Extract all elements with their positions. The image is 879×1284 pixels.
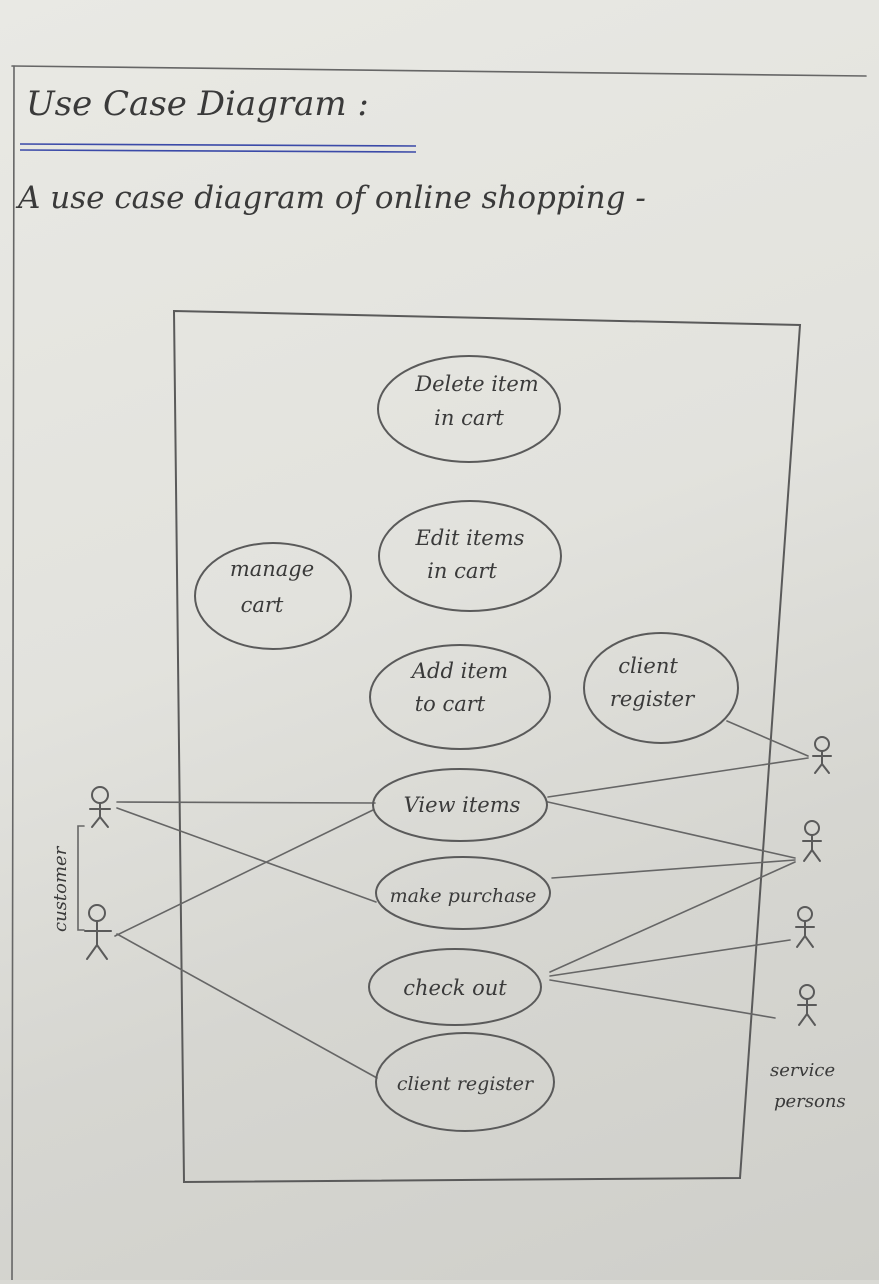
actor-head — [91, 786, 109, 804]
use-case-label: Delete item — [414, 372, 538, 396]
assoc-service4-checkout — [549, 979, 776, 1019]
actor-service-1 — [812, 736, 832, 774]
use-case-label: Add item — [410, 659, 508, 683]
actor-leg — [811, 849, 821, 862]
diagram-subtitle: A use case diagram of online shopping - — [15, 180, 646, 216]
use-case-client-register-top: client register — [583, 632, 739, 744]
actor-leg — [814, 763, 823, 774]
actor-leg — [821, 763, 830, 774]
actor-customer-1 — [89, 786, 111, 828]
actor-leg — [96, 944, 108, 960]
assoc-customer1-purchase — [116, 807, 377, 903]
assoc-service2-checkout — [549, 861, 796, 973]
actor-leg — [804, 935, 814, 948]
use-case-label: manage — [230, 557, 314, 581]
actor-service-3 — [795, 906, 815, 948]
title-underline-2 — [19, 149, 417, 153]
actor-leg — [798, 1013, 808, 1026]
use-case-label: in cart — [434, 406, 504, 430]
actor-leg — [91, 816, 101, 828]
use-case-delete-item: Delete item in cart — [377, 355, 561, 463]
customer-bracket — [77, 825, 85, 931]
actor-leg — [796, 935, 806, 948]
actor-head — [799, 984, 815, 1000]
use-case-label: client register — [397, 1073, 535, 1095]
use-case-ellipse — [377, 355, 561, 463]
page-left-rule — [11, 65, 15, 1281]
title-underline-1 — [19, 143, 417, 147]
actor-head — [814, 736, 830, 752]
use-case-ellipse — [369, 644, 551, 750]
assoc-customer1-view — [116, 801, 376, 804]
actor-head — [804, 820, 820, 836]
associations — [114, 720, 809, 1079]
use-case-label: register — [610, 687, 696, 711]
use-case-add-item: Add item to cart — [369, 644, 551, 750]
assoc-service2-view — [547, 801, 796, 859]
use-case-edit-items: Edit items in cart — [378, 500, 562, 612]
use-case-label: in cart — [427, 559, 497, 583]
page-top-rule — [11, 65, 867, 77]
use-case-ellipse — [583, 632, 739, 744]
use-case-view-items: View items — [372, 768, 548, 842]
use-case-ellipse — [194, 542, 352, 650]
actor-service-2 — [802, 820, 822, 862]
actor-head — [797, 906, 813, 922]
use-case-label: make purchase — [390, 885, 537, 907]
system-boundary — [172, 309, 802, 1184]
use-case-make-purchase: make purchase — [375, 856, 551, 930]
actor-leg — [803, 849, 813, 862]
use-case-manage-cart: manage cart — [194, 542, 352, 650]
assoc-customer2-register — [116, 933, 378, 1079]
use-case-label: View items — [404, 793, 521, 817]
assoc-service3-checkout — [549, 939, 791, 977]
actor-leg — [806, 1013, 816, 1026]
assoc-service1-view — [547, 757, 809, 798]
assoc-service1-register — [726, 720, 809, 757]
use-case-label: check out — [403, 976, 507, 1000]
use-case-label: Edit items — [415, 526, 525, 550]
use-case-client-register-bottom: client register — [375, 1032, 555, 1132]
use-case-ellipse — [375, 1032, 555, 1132]
assoc-customer2-view — [114, 809, 374, 937]
use-case-ellipse — [372, 768, 548, 842]
actor-customer-2 — [84, 904, 112, 960]
use-case-ellipse — [368, 948, 542, 1026]
use-case-check-out: check out — [368, 948, 542, 1026]
use-case-label: cart — [241, 593, 284, 617]
use-case-label: client — [618, 654, 678, 678]
customer-label: customer — [50, 845, 71, 932]
service-label-line-2: persons — [774, 1091, 846, 1112]
actor-leg — [99, 816, 109, 828]
actor-service-4 — [797, 984, 817, 1026]
use-case-label: to cart — [415, 692, 486, 716]
use-case-ellipse — [378, 500, 562, 612]
diagram-title: Use Case Diagram : — [26, 84, 369, 124]
actor-leg — [86, 944, 98, 960]
actor-head — [88, 904, 106, 922]
assoc-service2-purchase — [551, 859, 796, 879]
use-case-ellipse — [375, 856, 551, 930]
service-label-line-1: service — [770, 1060, 835, 1081]
